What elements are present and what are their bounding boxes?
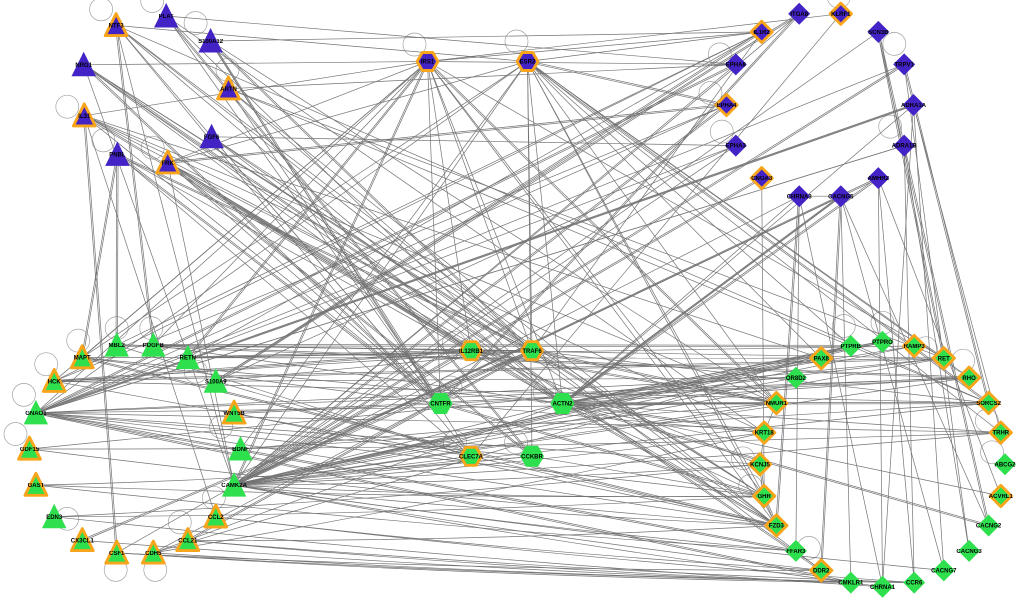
svg-text:ABCG2: ABCG2 — [994, 462, 1016, 468]
svg-text:NRG1: NRG1 — [75, 63, 92, 69]
svg-text:EPHA8: EPHA8 — [726, 63, 747, 69]
svg-text:S100A12: S100A12 — [198, 39, 224, 45]
svg-text:PAX8: PAX8 — [814, 356, 830, 362]
svg-text:CACNG2: CACNG2 — [976, 524, 1002, 530]
svg-text:CCL21: CCL21 — [178, 539, 198, 545]
svg-text:WNT5B: WNT5B — [223, 411, 245, 417]
svg-text:CLEC7A: CLEC7A — [459, 454, 484, 460]
svg-text:ARTN: ARTN — [220, 87, 237, 93]
svg-text:IL1R2: IL1R2 — [754, 30, 771, 36]
svg-text:CACNG7: CACNG7 — [931, 569, 957, 575]
svg-text:KLRF1: KLRF1 — [831, 12, 851, 18]
svg-text:CNGA3: CNGA3 — [751, 176, 773, 182]
svg-text:KRT18: KRT18 — [755, 431, 775, 437]
svg-text:FFAR3: FFAR3 — [786, 549, 806, 555]
svg-text:RET: RET — [938, 356, 950, 362]
svg-text:EDN3: EDN3 — [46, 515, 63, 521]
svg-text:BDNF: BDNF — [232, 447, 249, 453]
svg-text:TRAF6: TRAF6 — [522, 349, 542, 355]
svg-text:ACVRL1: ACVRL1 — [989, 494, 1014, 500]
svg-text:ESR2: ESR2 — [520, 60, 536, 66]
svg-text:RHO: RHO — [962, 376, 976, 382]
svg-text:IRS1: IRS1 — [421, 60, 435, 66]
svg-text:ACTN2: ACTN2 — [552, 402, 573, 408]
svg-text:DDR2: DDR2 — [813, 569, 830, 575]
svg-text:GDF15: GDF15 — [20, 447, 40, 453]
svg-text:MAPT: MAPT — [74, 356, 91, 362]
svg-text:CCL2: CCL2 — [208, 515, 224, 521]
svg-text:NMUR1: NMUR1 — [766, 401, 788, 407]
svg-text:ADRA1B: ADRA1B — [892, 144, 918, 150]
svg-text:GAST: GAST — [28, 483, 45, 489]
svg-text:CACNG3: CACNG3 — [956, 549, 982, 555]
svg-text:HCK: HCK — [48, 379, 62, 385]
svg-text:FGF6: FGF6 — [204, 135, 220, 141]
svg-text:SCN3B: SCN3B — [868, 30, 889, 36]
svg-text:MBL2: MBL2 — [109, 343, 126, 349]
svg-text:CCKBR: CCKBR — [521, 454, 543, 460]
svg-text:NTF3: NTF3 — [109, 24, 125, 30]
svg-text:AMHR2: AMHR2 — [868, 176, 890, 182]
svg-text:CCR6: CCR6 — [906, 581, 923, 587]
svg-text:FZD3: FZD3 — [769, 524, 785, 530]
svg-text:CACNG5: CACNG5 — [828, 194, 854, 200]
svg-text:PTPRB: PTPRB — [841, 344, 862, 350]
svg-text:GNAO1: GNAO1 — [25, 411, 47, 417]
svg-text:SORCS2: SORCS2 — [976, 401, 1001, 407]
svg-text:IL31: IL31 — [78, 114, 91, 120]
svg-text:FRK: FRK — [162, 161, 175, 167]
svg-text:CHRNA3: CHRNA3 — [787, 194, 813, 200]
svg-text:CNTFR: CNTFR — [430, 402, 451, 408]
svg-text:RAMP3: RAMP3 — [904, 344, 926, 350]
svg-text:CMKLR1: CMKLR1 — [838, 581, 864, 587]
svg-text:PNBL: PNBL — [109, 153, 126, 159]
svg-text:OR8D2: OR8D2 — [786, 376, 807, 382]
svg-text:CSF1: CSF1 — [109, 551, 125, 557]
svg-text:PDGFB: PDGFB — [143, 343, 165, 349]
svg-text:PLAT: PLAT — [159, 14, 175, 20]
svg-text:S100A9: S100A9 — [205, 379, 227, 385]
svg-text:ADRA1A: ADRA1A — [901, 103, 927, 109]
svg-text:CAMK2A: CAMK2A — [221, 483, 247, 489]
svg-text:IL12RB1: IL12RB1 — [459, 349, 484, 355]
svg-text:EPHA4: EPHA4 — [716, 103, 737, 109]
svg-text:TRPV1: TRPV1 — [895, 63, 915, 69]
svg-text:KCNJ5: KCNJ5 — [750, 462, 770, 468]
svg-text:TRHR: TRHR — [992, 431, 1009, 437]
svg-text:ITGA8: ITGA8 — [790, 12, 808, 18]
svg-text:CDH5: CDH5 — [145, 551, 162, 557]
svg-text:PTPRO: PTPRO — [872, 340, 893, 346]
svg-text:CX3CL1: CX3CL1 — [71, 539, 95, 545]
svg-text:EPHA3: EPHA3 — [726, 144, 747, 150]
svg-text:CHRNA1: CHRNA1 — [870, 585, 896, 591]
svg-text:GHR: GHR — [758, 494, 772, 500]
svg-text:RETN: RETN — [180, 356, 196, 362]
